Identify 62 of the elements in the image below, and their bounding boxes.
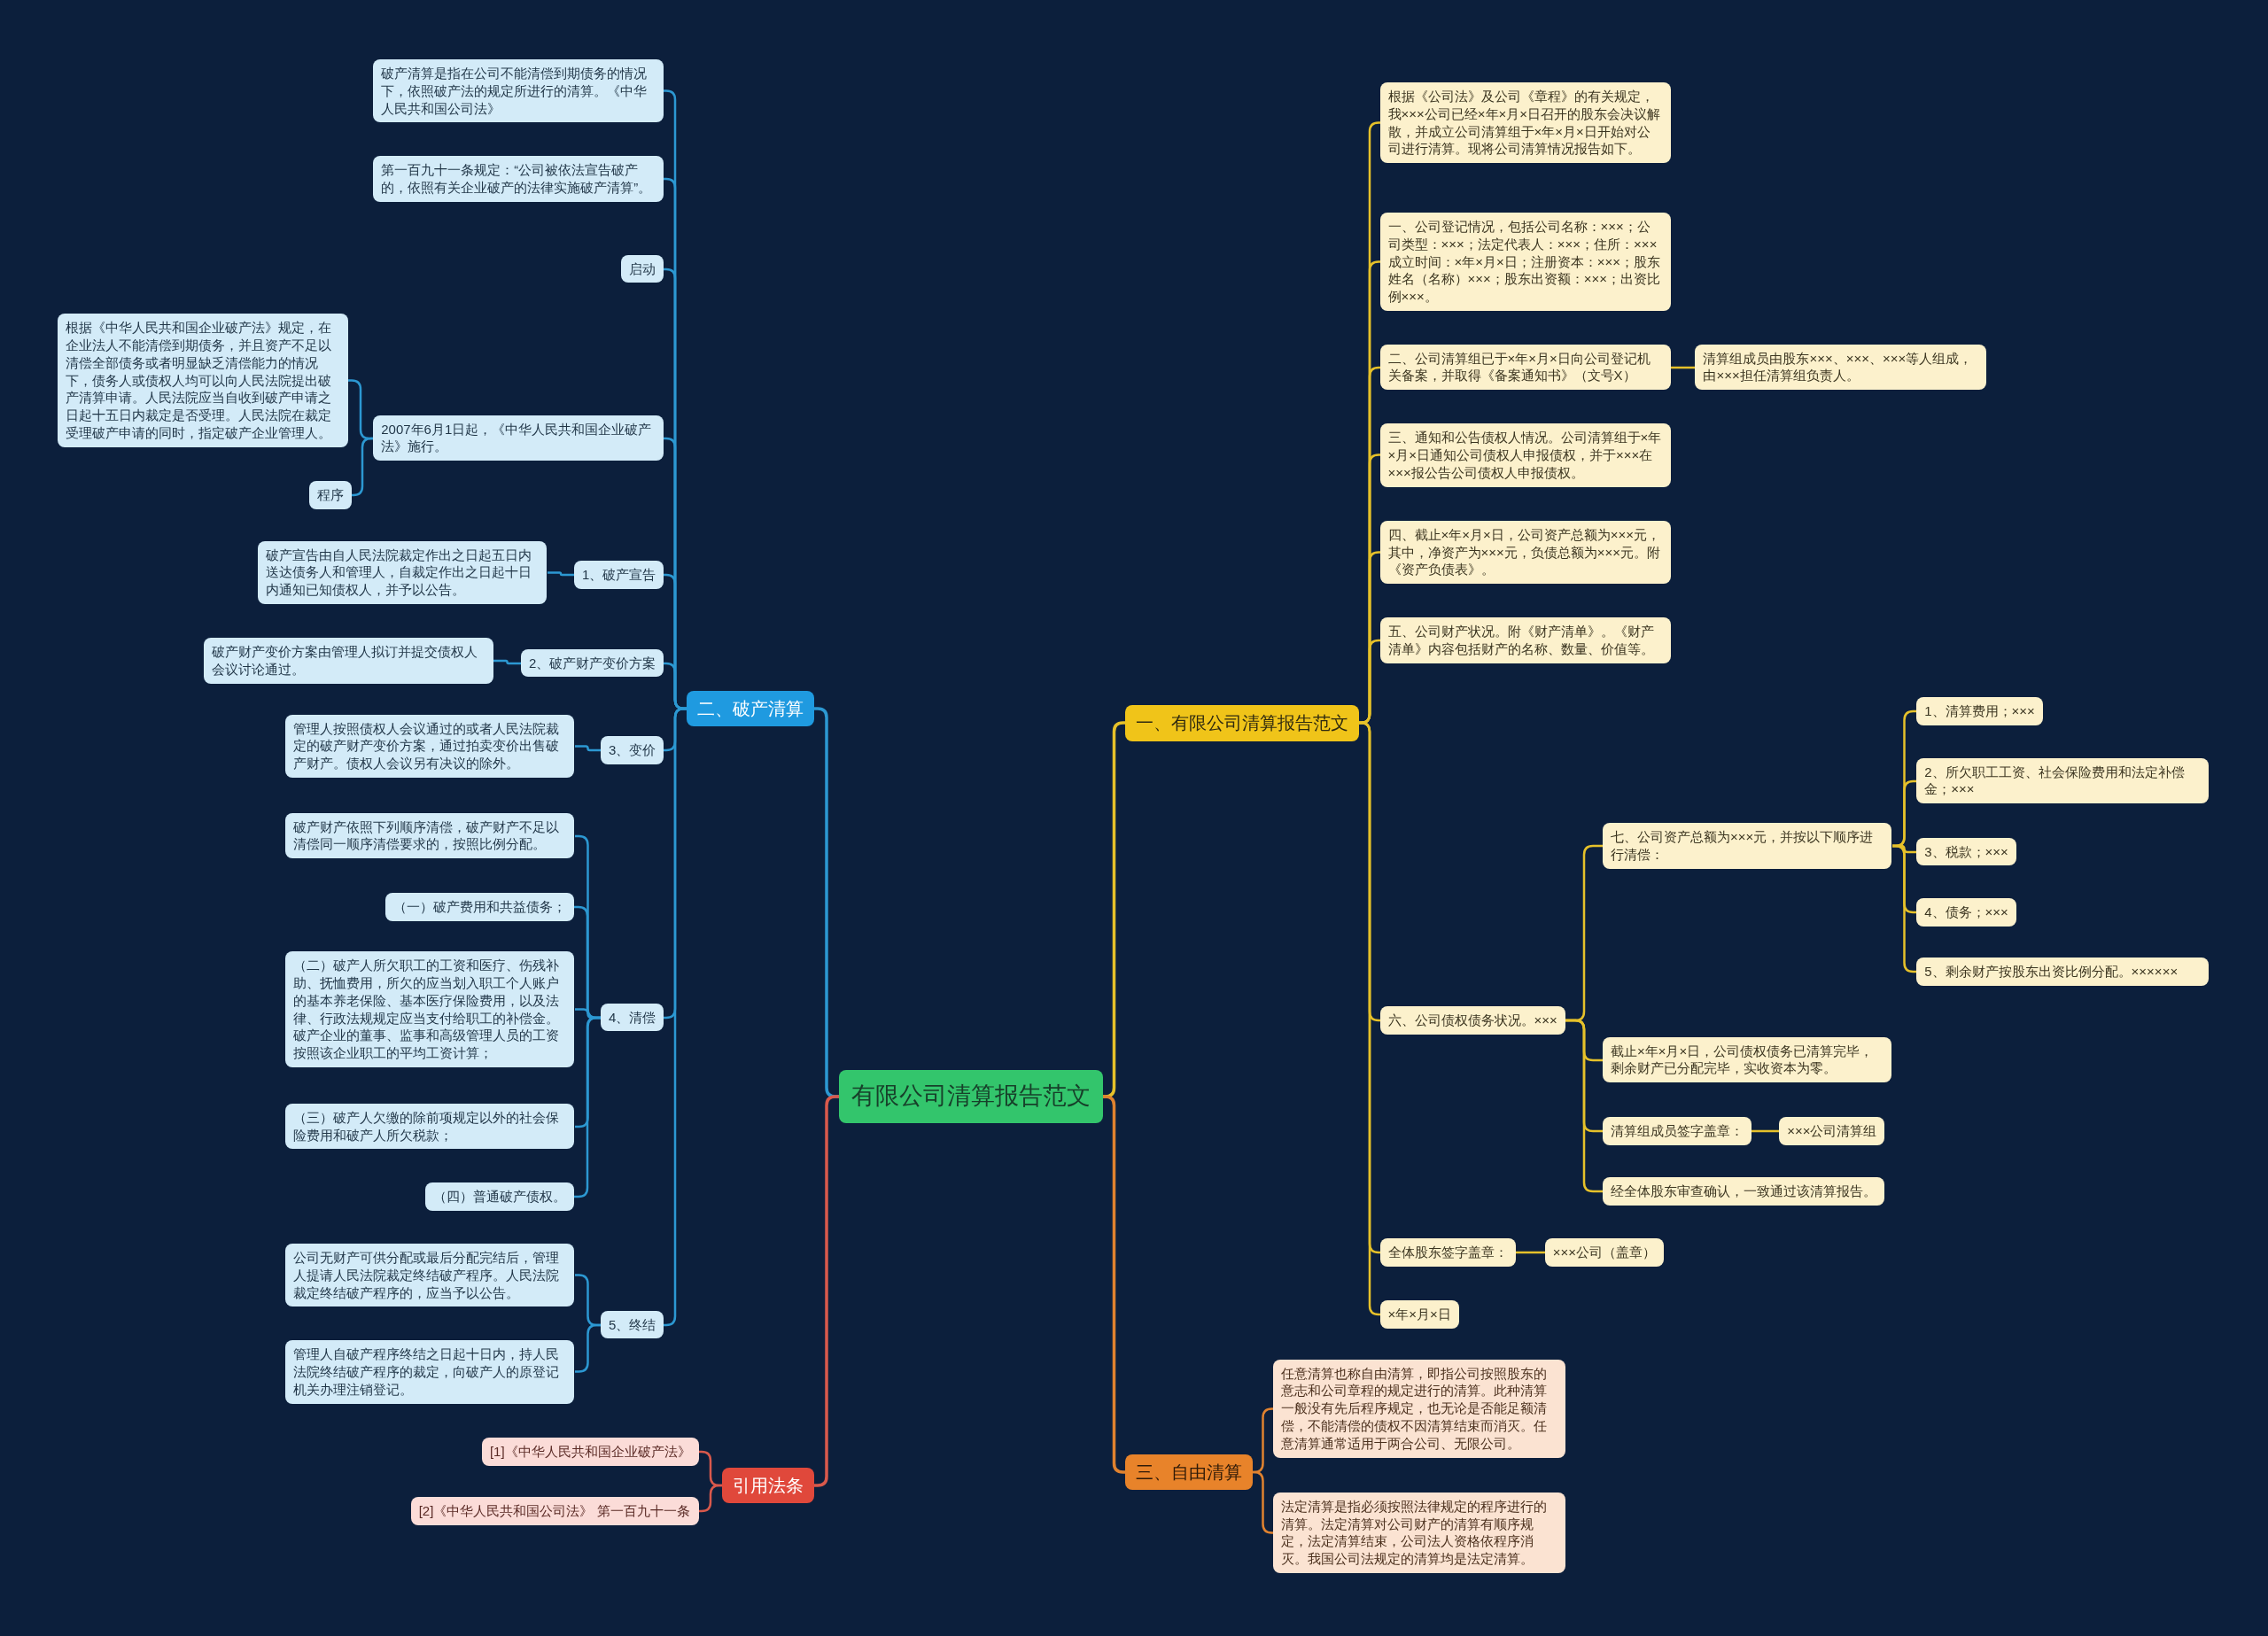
connector-line <box>699 1484 722 1513</box>
topic-box: 2、所欠职工工资、社会保险费用和法定补偿金；××× <box>1916 757 2210 804</box>
topic-box: 5、剩余财产按股东出资比例分配。×××××× <box>1916 957 2210 986</box>
topic-box: 3、税款；××× <box>1916 837 2016 866</box>
topic-box: 4、清偿 <box>601 1003 664 1032</box>
topic-box: 任意清算也称自由清算，即指公司按照股东的意志和公司章程的规定进行的清算。此种清算一般没有先后程序规定，也无论是否能足额清偿，不能清偿的债权不因清算结束而消灭。任意清算通常适用于两合公司、无限公司。 <box>1272 1359 1565 1458</box>
connector-line <box>1671 366 1695 369</box>
topic-box: 五、公司财产状况。附《财产清单》。《财产清单》内容包括财产的名称、数量、价值等。 <box>1379 617 1671 663</box>
topic-box: 2、破产财产变价方案 <box>521 648 664 678</box>
topic-box: ×××公司清算组 <box>1779 1116 1885 1145</box>
connector-line <box>1252 1470 1274 1534</box>
topic-box: 5、终结 <box>601 1310 664 1339</box>
connector-line <box>548 571 574 577</box>
topic-box: （二）破产人所欠职工的工资和医疗、伤残补助、抚恤费用，所欠的应当划入职工个人账户的基本养老保险、基本医疗保险费用，以及法律、行政法规规定应当支付给职工的补偿金。破产企业的董事、监事和高级管理人员的工资按照该企业职工的平均工资计算； <box>284 951 575 1068</box>
topic-box: （一）破产费用和共益债务； <box>385 893 575 922</box>
topic-box: 2007年6月1日起，《中华人民共和国企业破产法》施行。 <box>373 415 664 461</box>
topic-box: 根据《中华人民共和国企业破产法》规定，在企业法人不能清偿到期债务，并且资产不足以清偿全部债务或者明显缺乏清偿能力的情况下，债务人或债权人均可以向人民法院提出破产清算申请。人民法院应当自收到破产申请之日起十五日内裁定是否受理。人民法院在裁定受理破产申请的同时，指定破产企业管理人。 <box>58 314 349 447</box>
topic-box: 管理人按照债权人会议通过的或者人民法院裁定的破产财产变价方案，通过拍卖变价出售破产财产。债权人会议另有决议的除外。 <box>284 714 575 778</box>
connector-line <box>575 745 601 752</box>
topic-box: 全体股东签字盖章： <box>1379 1237 1516 1267</box>
topic-box: 法定清算是指必须按照法律规定的程序进行的清算。法定清算对公司财产的清算有顺序规定，法定清算结束，公司法人资格依程序消灭。我国公司法规定的清算均是法定清算。 <box>1272 1492 1565 1574</box>
topic-box: 第一百九十一条规定：“公司被依法宣告破产的，依照有关企业破产的法律实施破产清算”。 <box>373 156 664 202</box>
topic-box: 破产财产依照下列顺序清偿，破产财产不足以清偿同一顺序清偿要求的，按照比例分配。 <box>284 812 575 859</box>
topic-box: 四、截止×年×月×日，公司资产总额为×××元，其中，净资产为×××元，负债总额为×××元。附《资产负债表》。 <box>1379 520 1671 585</box>
topic-box: 一、公司登记情况，包括公司名称：×××；公司类型：×××；法定代表人：×××；住所：×××成立时间：×年×月×日；注册资本：×××；股东姓名（名称）×××；股东出资额：×××；出资比例×××。 <box>1379 213 1671 311</box>
connector-line <box>352 437 373 497</box>
topic-box: 4、债务；××× <box>1916 898 2016 927</box>
topic-box: 破产宣告由自人民法院裁定作出之日起五日内送达债务人和管理人，自裁定作出之日起十日内通知已知债权人，并予以公告。 <box>257 540 548 604</box>
connector-line <box>1516 1251 1545 1254</box>
topic-box: 截止×年×月×日，公司债权债务已清算完毕，剩余财产已分配完毕，实收资本为零。 <box>1602 1036 1892 1083</box>
topic-box: 公司无财产可供分配或最后分配完结后，管理人提请人民法院裁定终结破产程序。人民法院裁定终结破产程序的，应当予以公告。 <box>284 1244 575 1307</box>
connector-line <box>493 659 521 665</box>
branch-topic: 引用法条 <box>722 1467 815 1504</box>
topic-box: 七、公司资产总额为×××元，并按以下顺序进行清偿： <box>1602 822 1892 869</box>
topic-box: 启动 <box>621 254 664 283</box>
topic-box: （四）普通破产债权。 <box>425 1182 575 1211</box>
branch-topic: 一、有限公司清算报告范文 <box>1125 705 1360 741</box>
connector-line <box>575 1323 601 1373</box>
topic-box: 3、变价 <box>601 736 664 765</box>
connector-line <box>1751 1129 1779 1133</box>
topic-box: 破产财产变价方案由管理人拟订并提交债权人会议讨论通过。 <box>204 638 493 684</box>
topic-box: 二、公司清算组已于×年×月×日向公司登记机关备案，并取得《备案通知书》（文号X） <box>1379 344 1671 391</box>
topic-box: 六、公司债权债务状况。××× <box>1379 1005 1565 1035</box>
branch-topic: 二、破产清算 <box>687 691 815 727</box>
branch-topic: 三、自由清算 <box>1125 1454 1254 1491</box>
topic-box: 三、通知和公告债权人情况。公司清算组于×年×月×日通知公司债权人申报债权，并于×××在×××报公告公司债权人申报债权。 <box>1379 423 1671 487</box>
topic-box: 经全体股东审查确认，一致通过该清算报告。 <box>1602 1177 1884 1206</box>
topic-box: [2]《中华人民共和国公司法》 第一百九十一条 <box>410 1496 699 1525</box>
topic-box: 1、清算费用；××× <box>1916 697 2043 726</box>
topic-box: 清算组成员由股东×××、×××、×××等人组成，由×××担任清算组负责人。 <box>1695 344 1986 391</box>
central-topic: 有限公司清算报告范文 <box>838 1070 1103 1123</box>
topic-box: 清算组成员签字盖章： <box>1602 1116 1751 1145</box>
topic-box: ×年×月×日 <box>1379 1300 1459 1329</box>
topic-box: 破产清算是指在公司不能清偿到期债务的情况下，依照破产法的规定所进行的清算。《中华人民共和国公司法》 <box>373 58 664 123</box>
topic-box: 根据《公司法》及公司《章程》的有关规定，我×××公司已经×年×月×日召开的股东会决议解散，并成立公司清算组于×年×月×日开始对公司进行清算。现将公司清算情况报告如下。 <box>1379 82 1671 164</box>
topic-box: 1、破产宣告 <box>574 560 664 589</box>
topic-box: 程序 <box>308 481 352 509</box>
topic-box: （三）破产人欠缴的除前项规定以外的社会保险费用和破产人所欠税款； <box>284 1103 575 1150</box>
topic-box: [1]《中华人民共和国企业破产法》 <box>481 1438 699 1466</box>
connector-line <box>1565 1019 1603 1193</box>
topic-box: 管理人自破产程序终结之日起十日内，持人民法院终结破产程序的裁定，向破产人的原登记机关办理注销登记。 <box>284 1340 575 1404</box>
topic-box: ×××公司（盖章） <box>1544 1237 1664 1267</box>
